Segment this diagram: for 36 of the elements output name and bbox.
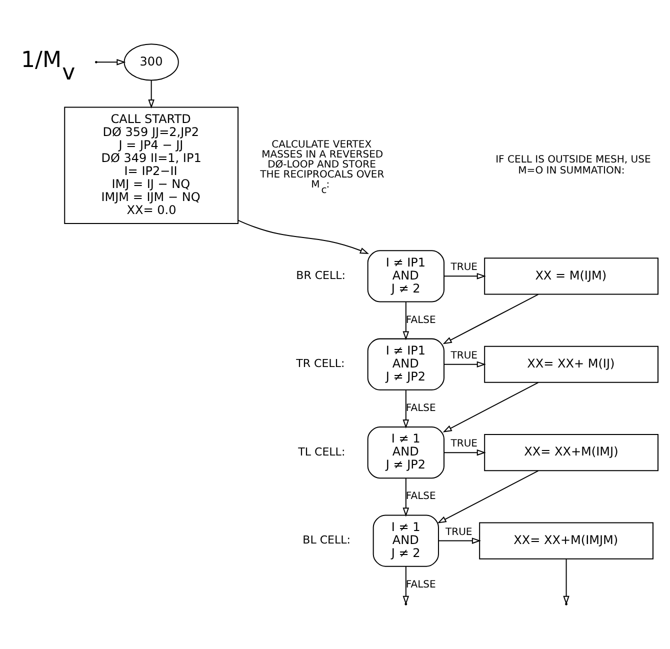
node-box: I ≠ 1 AND J ≠ 2: [372, 514, 438, 567]
node-label: BL CELL:: [302, 534, 350, 547]
edge-label: FALSE: [405, 491, 436, 502]
arrow: [443, 449, 486, 456]
node-box: I ≠ IP1 AND J ≠ JP2: [366, 338, 444, 390]
node-box: XX = M(IJM): [484, 258, 658, 295]
arrow: [436, 470, 538, 524]
node-label: TR CELL:: [296, 357, 344, 370]
arrow: [402, 302, 409, 340]
edge-label: TRUE: [450, 438, 478, 450]
arrow: [438, 538, 480, 544]
arrow: [96, 59, 126, 66]
node-box: XX= XX+M(IMJ): [484, 434, 658, 472]
edge-label: TRUE: [450, 350, 478, 362]
node-label: BR CELL:: [296, 268, 346, 282]
node-box: I ≠ IP1 AND J ≠ 2: [366, 250, 444, 302]
node-box: XX= XX+M(IMJM): [478, 522, 653, 560]
arrow: [237, 220, 368, 254]
edge-label: FALSE: [405, 402, 436, 414]
node-label: TL CELL:: [298, 445, 345, 458]
node-box: I ≠ 1 AND J ≠ JP2: [366, 426, 444, 479]
arrow: [442, 294, 538, 344]
arrow: [442, 382, 538, 432]
node-box: XX= XX+ M(IJ): [484, 346, 658, 383]
edge-label: FALSE: [405, 314, 436, 326]
arrow: [443, 361, 486, 368]
edge-label: TRUE: [445, 526, 472, 538]
edge-label: TRUE: [450, 262, 478, 274]
edge-label: FALSE: [405, 579, 436, 590]
arrow: [443, 273, 486, 280]
node-ellipse: 300: [123, 44, 178, 81]
node-box: CALL STARTD DØ 359 JJ=2,JP2 J = JP4 − JJ DØ 349 II=1, IP1 I= IP2−II IMJ = IJ − NQ IMJM = IJM − NQ XX= 0.0: [64, 106, 238, 224]
arrow: [402, 478, 409, 517]
arrow: [148, 80, 154, 108]
label: IF CELL IS OUTSIDE MESH, USE M=O IN SUMMATION:: [495, 154, 650, 176]
arrow: [402, 390, 409, 428]
